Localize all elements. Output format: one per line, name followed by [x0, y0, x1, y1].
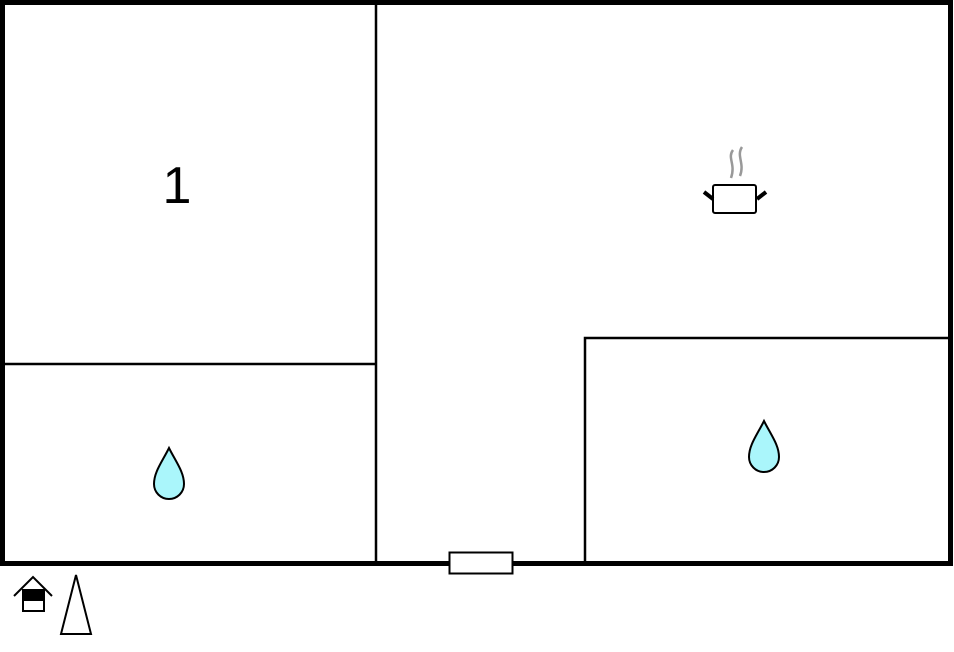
wall-bathroom-right: [583, 336, 951, 563]
water-drop-icon: [747, 418, 781, 473]
cooking-pot-icon: [702, 146, 768, 214]
north-arrow-icon: [59, 574, 93, 635]
door-icon: [448, 551, 514, 575]
outer-wall: [0, 0, 953, 566]
water-drop-icon: [152, 445, 186, 500]
walls: [0, 0, 953, 566]
house-entrance-icon: [13, 575, 53, 612]
room-label-1: 1: [163, 157, 192, 215]
